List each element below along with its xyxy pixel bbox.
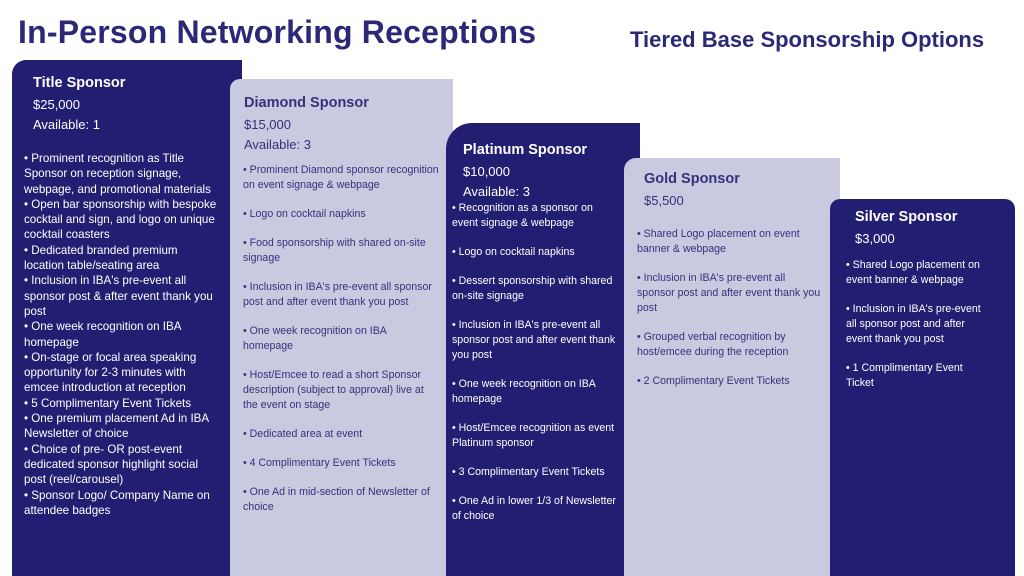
benefit-item: • Recognition as a sponsor on event sign… [452,202,593,229]
benefit-item: • 3 Complimentary Event Tickets [452,466,605,478]
benefit-item: • One week recognition on IBA homepage [243,325,387,352]
benefit-item: • Inclusion in IBA's pre-event all spons… [637,272,821,314]
benefit-item: • Inclusion in IBA's pre-event all spons… [24,274,213,318]
benefit-item: • Prominent recognition as Title Sponsor… [24,152,211,196]
tier-card-diamond-sponsor: Diamond Sponsor $15,000 Available: 3 • P… [230,79,453,576]
benefit-item: • Inclusion in IBA's pre-event all spons… [452,319,616,361]
tier-availability: Available: 3 [244,137,311,152]
benefit-item: • One week recognition on IBA homepage [24,320,181,349]
benefit-item: • 5 Complimentary Event Tickets [24,396,192,410]
tier-card-gold-sponsor: Gold Sponsor $5,500 • Shared Logo placem… [624,158,840,576]
benefit-item: • Open bar sponsorship with bespoke cock… [24,197,217,242]
page-subtitle: Tiered Base Sponsorship Options [630,27,985,52]
benefit-item: • Dedicated area at event [243,428,363,440]
benefit-item: • Grouped verbal recognition by host/emc… [637,331,789,358]
benefit-item: • Logo on cocktail napkins [452,246,575,258]
benefit-item: • 1 Complimentary Event Ticket [846,362,963,389]
tier-price: $3,000 [855,231,895,246]
tier-card-title-sponsor: Title Sponsor $25,000 Available: 1 • Pro… [12,60,242,576]
benefit-list: • Prominent recognition as Title Sponsor… [12,137,242,518]
tier-name: Platinum Sponsor [463,142,588,158]
benefit-item: • Shared Logo placement on event banner … [637,228,800,255]
benefit-item: • One Ad in lower 1/3 of Newsletter of c… [452,495,616,522]
benefit-item: • Sponsor Logo/ Company Name on attendee… [24,488,210,517]
tier-card-platinum-sponsor: Platinum Sponsor $10,000 Available: 3 • … [446,123,640,576]
benefit-item: • One Ad in mid-section of Newsletter of… [243,486,430,513]
tier-availability: Available: 3 [463,184,530,199]
benefit-item: • On-stage or focal area speaking opport… [24,350,197,395]
benefit-list: • Shared Logo placement on event banner … [624,213,840,389]
page-title: In-Person Networking Receptions [18,14,537,50]
benefit-item: • Inclusion in IBA's pre-event all spons… [846,303,981,345]
tier-availability: Available: 1 [33,117,100,132]
tier-price: $10,000 [463,164,510,179]
benefit-item: • One week recognition on IBA homepage [452,378,596,405]
benefit-item: • Dessert sponsorship with shared on-sit… [452,275,613,302]
benefit-item: • Dedicated branded premium location tab… [24,243,178,273]
tier-name: Silver Sponsor [855,209,958,225]
tier-card-silver-sponsor: Silver Sponsor $3,000 • Shared Logo plac… [830,199,1015,576]
benefit-list: • Prominent Diamond sponsor recognition … [230,157,453,515]
benefit-item: • Food sponsorship with shared on-site s… [243,237,426,264]
benefit-item: • One premium placement Ad in IBA Newsle… [24,412,209,441]
benefit-item: • Inclusion in IBA's pre-event all spons… [243,281,432,308]
tier-price: $5,500 [644,193,684,208]
benefit-list: • Recognition as a sponsor on event sign… [446,201,640,524]
benefit-item: • Shared Logo placement on event banner … [846,259,980,286]
benefit-item: • Choice of pre- OR post-event dedicated… [24,442,199,487]
tier-name: Gold Sponsor [644,171,740,187]
benefit-item: • Host/Emcee recognition as event Platin… [452,422,615,449]
benefit-item: • 4 Complimentary Event Tickets [243,457,396,469]
benefit-item: • Logo on cocktail napkins [243,208,366,220]
tier-price: $25,000 [33,97,80,112]
benefit-item: • Prominent Diamond sponsor recognition … [243,164,439,191]
benefit-list: • Shared Logo placement on event banner … [830,251,1015,391]
benefit-item: • 2 Complimentary Event Tickets [637,375,790,387]
benefit-item: • Host/Emcee to read a short Sponsor des… [243,369,424,411]
tier-price: $15,000 [244,117,291,132]
tier-name: Title Sponsor [33,75,126,91]
tier-name: Diamond Sponsor [244,95,369,111]
